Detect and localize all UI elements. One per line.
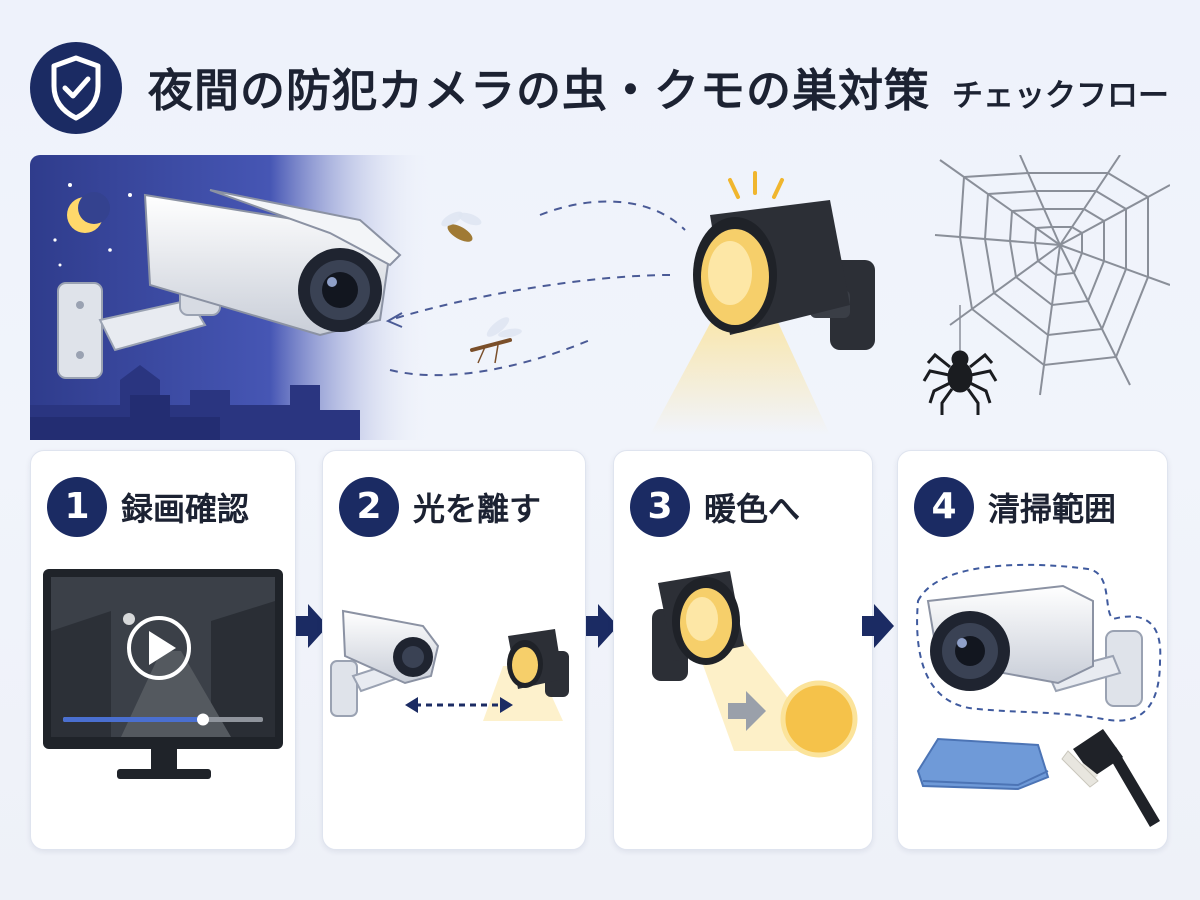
cloth-icon [916, 737, 1050, 791]
step-label-1: 録画確認 [121, 490, 250, 528]
distance-arrow-icon [405, 697, 513, 713]
warm-color-circle-icon [780, 680, 858, 758]
step-label-2: 光を離す [413, 490, 542, 528]
arrow-right-icon [728, 691, 766, 731]
mosquito-icon [470, 317, 522, 364]
step-card-2: 2 光を離す [322, 450, 586, 850]
small-camera-icon [330, 609, 440, 717]
flow-arrow-1 [296, 598, 330, 654]
page-subtitle: チェックフロー [952, 78, 1170, 114]
warm-light-icon [652, 571, 829, 751]
step-card-4: 4 清掃範囲 [897, 450, 1168, 850]
spider-web-icon [934, 155, 1170, 396]
monitor-play-icon [43, 569, 283, 779]
insect-path-top [539, 200, 686, 231]
spider-icon [922, 350, 998, 415]
cleaning-area-icon [916, 563, 1162, 722]
step-label-4: 清掃範囲 [988, 490, 1117, 528]
step-number-4: 4 [914, 477, 974, 537]
step-number-2: 2 [339, 477, 399, 537]
moon-icon [67, 192, 110, 233]
brush-icon [1061, 729, 1160, 827]
video-progress-knob [197, 713, 209, 726]
wasp-icon [441, 211, 482, 242]
step-number-3: 3 [630, 477, 690, 537]
page-title-main: 夜間の防犯カメラの虫・クモの巣対策 [148, 64, 931, 117]
insect-path-bottom [389, 274, 671, 321]
hero-scene [30, 155, 1170, 440]
page-title: 夜間の防犯カメラの虫・クモの巣対策チェックフロー [148, 54, 1169, 119]
step-label-3: 暖色へ [704, 490, 801, 528]
arrow-head-icon [385, 312, 403, 328]
step-card-3: 3 暖色へ [613, 450, 873, 850]
step-card-1: 1 録画確認 [30, 450, 296, 850]
small-light-icon [483, 629, 569, 721]
flow-arrow-2 [586, 598, 620, 654]
flood-light-icon [650, 171, 875, 435]
header: 夜間の防犯カメラの虫・クモの巣対策チェックフロー [30, 42, 1190, 134]
step-number-1: 1 [47, 477, 107, 537]
shield-check-icon [30, 42, 122, 134]
security-camera-icon [57, 189, 402, 379]
flow-arrow-3 [862, 598, 896, 654]
insect-path-lower [389, 339, 591, 377]
video-progress-fill [63, 717, 203, 722]
